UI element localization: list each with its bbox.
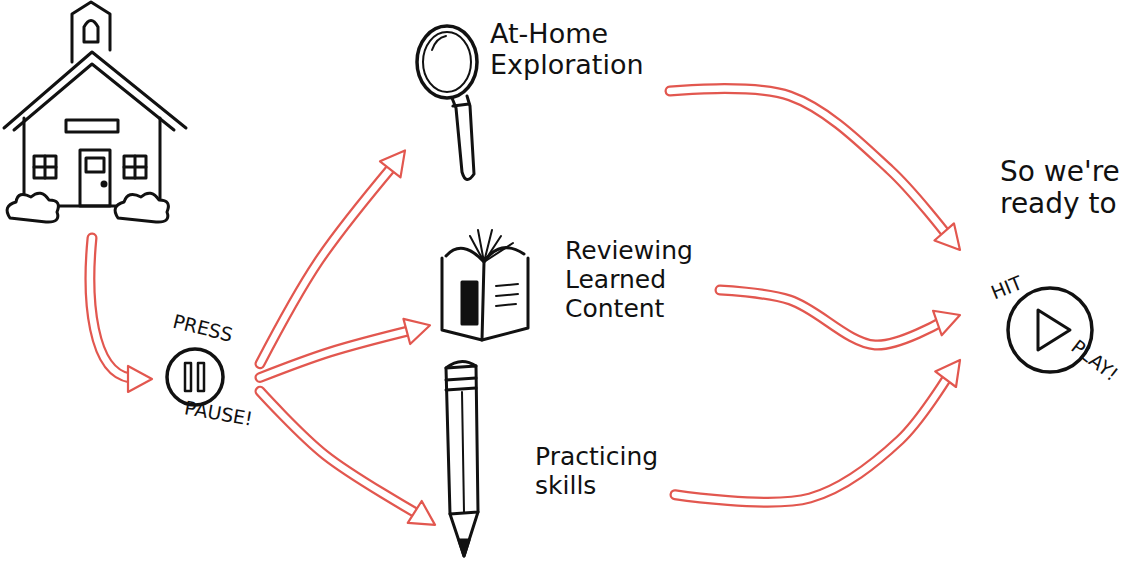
arrow-band-inner <box>260 330 413 378</box>
arrow-band <box>675 374 949 502</box>
arrow-band-inner <box>260 165 394 364</box>
arrow-head <box>933 311 960 336</box>
book-cover <box>442 258 528 340</box>
bookmark <box>462 282 477 324</box>
arrow-head <box>128 366 152 392</box>
arrow-band-inner <box>720 290 943 345</box>
arrow-head <box>934 223 960 250</box>
pencil-icon <box>446 361 478 556</box>
play-symbol <box>1038 310 1070 350</box>
node-label: PLAY! <box>1067 336 1136 396</box>
magnifier-rim <box>423 32 471 92</box>
arrow-band-inner <box>675 374 949 502</box>
flow-arrow <box>260 319 430 378</box>
arrow-head <box>408 501 435 525</box>
symbol-node: PRESSPAUSE! <box>150 320 260 435</box>
pencil-stripe <box>462 392 464 512</box>
magnifier-icon <box>417 26 477 180</box>
arrow-band-inner <box>260 391 420 515</box>
node-label: At-Home Exploration <box>490 18 670 80</box>
window-frame <box>34 156 56 178</box>
pencil-band <box>446 378 476 390</box>
flow-arrow <box>670 89 960 250</box>
pencil-eraser <box>446 361 476 368</box>
node-label: So we're ready to <box>1000 156 1125 220</box>
flow-arrow <box>260 391 435 525</box>
bell-tower <box>72 2 110 62</box>
school-wall <box>24 118 160 206</box>
page-lines <box>496 284 518 306</box>
lens-glint <box>432 36 446 50</box>
magnifier-handle <box>452 96 474 180</box>
node-label: Reviewing Learned Content <box>565 237 715 323</box>
node-label: HIT <box>988 262 1052 305</box>
window-frame <box>124 156 146 178</box>
icon-node: At-Home Exploration <box>405 10 670 190</box>
door-window <box>86 158 104 172</box>
magnifier-lens <box>417 26 477 98</box>
icon-node: Reviewing Learned Content <box>430 235 720 345</box>
icon-node: Practicing skills <box>435 355 675 570</box>
arrow-band-inner <box>670 89 948 237</box>
school-door <box>80 150 110 206</box>
arrow-band <box>90 238 130 378</box>
pencil-tip <box>450 512 478 556</box>
flow-arrow <box>720 290 960 345</box>
book-spine <box>482 262 484 340</box>
symbol-node: So we're ready to HIT PLAY! <box>960 150 1138 400</box>
school-arrow <box>90 238 152 392</box>
schoolhouse-drawing <box>4 2 186 222</box>
door-knob <box>102 182 106 186</box>
arrow-band <box>260 330 413 378</box>
arrow-band <box>720 290 943 345</box>
pencil-body <box>446 366 478 514</box>
book-icon <box>442 230 528 340</box>
node-label: PAUSE! <box>183 397 266 432</box>
fanned-pages <box>470 230 513 262</box>
school-window <box>124 156 146 178</box>
school-window <box>34 156 56 178</box>
pencil-lead <box>459 540 469 556</box>
arrow-band <box>670 89 948 237</box>
bell-window <box>84 21 98 43</box>
flow-arrow <box>675 360 960 502</box>
node-label: PRESS <box>171 311 254 352</box>
bush <box>115 193 168 222</box>
arrow-head <box>380 150 405 177</box>
bush <box>7 193 58 222</box>
handle-ring <box>453 104 469 106</box>
node-label: Practicing skills <box>535 443 685 501</box>
button-circle <box>167 349 223 405</box>
school-sign <box>66 120 118 132</box>
arrow-head <box>935 360 960 387</box>
arrow-head <box>403 319 430 344</box>
arrow-band <box>260 391 420 515</box>
arrow-band-inner <box>90 238 130 378</box>
pause-symbol <box>185 363 204 391</box>
arrow-band <box>260 165 394 364</box>
